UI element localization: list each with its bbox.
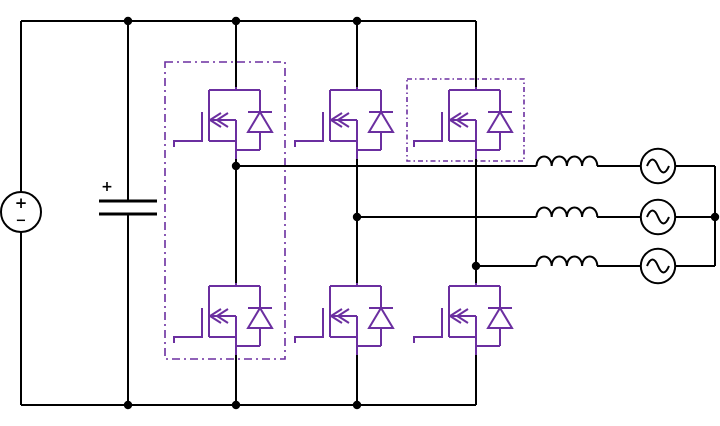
- junction-dot: [710, 212, 720, 222]
- mosfet-leg1-high-side: [173, 86, 273, 160]
- junction-dot: [471, 261, 481, 271]
- phase-c-ac-source: [639, 247, 677, 285]
- phase-b-sine-icon: [646, 209, 670, 225]
- junction-dot: [352, 212, 362, 222]
- junction-dot: [231, 161, 241, 171]
- phase-b-branch: [357, 198, 715, 236]
- phase-b-ac-source: [639, 198, 677, 236]
- mosfet-leg3-high-side: [413, 86, 513, 160]
- junction-dot: [123, 16, 133, 26]
- phase-a-ac-source: [639, 147, 677, 185]
- inverter-leg-2: [294, 21, 394, 405]
- dc-source-circle: [0, 191, 42, 233]
- junction-dot: [123, 400, 133, 410]
- junction-dot: [352, 16, 362, 26]
- mosfet-leg3-low-side: [413, 282, 513, 356]
- phase-a-branch: [236, 147, 715, 185]
- dc-bus-rails: [21, 20, 476, 406]
- junction-dot: [231, 400, 241, 410]
- leg1-highlight-box: [164, 61, 286, 360]
- phase-c-sine-icon: [646, 258, 670, 274]
- phase-a-sine-icon: [646, 158, 670, 174]
- phase-c-inductor: [535, 255, 599, 267]
- junction-dots: [123, 16, 720, 410]
- phase-b-inductor: [535, 206, 599, 218]
- mosfet-leg2-high-side: [294, 86, 394, 160]
- phase-c-branch: [476, 247, 715, 285]
- junction-dot: [231, 16, 241, 26]
- inverter-leg-1: [173, 21, 273, 405]
- capacitor-plus-label: +: [101, 179, 113, 195]
- dc-link-capacitor: +: [99, 21, 157, 405]
- mosfet-leg1-low-side: [173, 282, 273, 356]
- dc-source-minus-label: −: [16, 214, 27, 229]
- leg3-high-side-highlight-box: [406, 78, 525, 162]
- dc-source-plus-label: +: [15, 194, 28, 212]
- phase-a-inductor: [535, 155, 599, 167]
- mosfet-leg2-low-side: [294, 282, 394, 356]
- junction-dot: [352, 400, 362, 410]
- dc-voltage-source: + −: [0, 21, 42, 405]
